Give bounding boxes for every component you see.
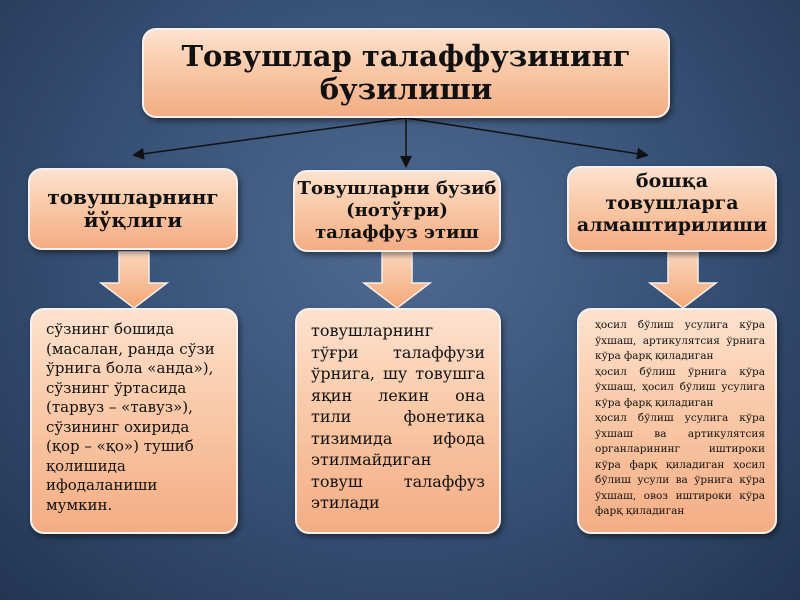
down-arrow-left	[98, 251, 170, 309]
branch-detail-box-substitution: ҳосил бўлиш усулига кўра ўхшаш, артикуля…	[577, 308, 777, 534]
branch-detail-box-distorted-pronunciation: товушларнинг тўғри талаффузи ўрнига, шу …	[295, 308, 501, 534]
branch-detail-missing-sounds: сўзнинг бошида (масалан, ранда сўзи ўрни…	[46, 320, 215, 514]
down-arrow-right	[647, 251, 719, 309]
down-arrow-center	[361, 251, 433, 309]
branch-heading-substitution: бошқа товушларга алмаштирилиши	[576, 170, 768, 236]
branch-heading-missing-sounds: товушларнинг йўқлиги	[47, 185, 219, 232]
connector-line-right	[405, 117, 649, 160]
diagram-title: Товушлар талаффузининг бузилиши	[181, 39, 631, 106]
substitution-detail-line: ҳосил бўлиш усулига кўра ўхшаш ва артику…	[595, 412, 765, 517]
branch-heading-box-distorted-pronunciation: Товушларни бузиб (нотўғри) талаффуз этиш	[293, 170, 501, 252]
connector-line-left	[132, 117, 407, 160]
branch-heading-box-missing-sounds: товушларнинг йўқлиги	[28, 168, 238, 250]
branch-detail-box-missing-sounds: сўзнинг бошида (масалан, ранда сўзи ўрни…	[30, 308, 238, 534]
branch-heading-box-substitution: бошқа товушларга алмаштирилиши	[567, 166, 777, 252]
diagram-title-box: Товушлар талаффузининг бузилиши	[142, 28, 670, 118]
substitution-detail-line: ҳосил бўлиш ўрнига кўра ўхшаш, ҳосил бўл…	[595, 365, 765, 409]
substitution-detail-line: ҳосил бўлиш усулига кўра ўхшаш, артикуля…	[595, 319, 765, 362]
branch-detail-distorted-pronunciation: товушларнинг тўғри талаффузи ўрнига, шу …	[311, 321, 485, 512]
branch-heading-distorted-pronunciation: Товушларни бузиб (нотўғри) талаффуз этиш	[297, 178, 497, 243]
